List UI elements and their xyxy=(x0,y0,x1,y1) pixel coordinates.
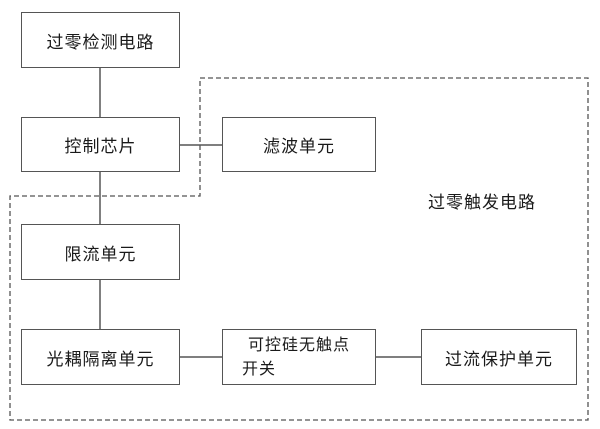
scr-switch-label-line1: 可控硅无触点 xyxy=(247,335,350,354)
scr-switch-label-line2: 开关 xyxy=(242,359,277,378)
zero-cross-detect-label: 过零检测电路 xyxy=(46,32,155,53)
scr-switch-block: 可控硅无触点 开关 xyxy=(222,329,376,385)
overcurrent-protection-unit-block: 过流保护单元 xyxy=(421,329,577,385)
optocoupler-unit-label: 光耦隔离单元 xyxy=(46,349,155,370)
control-chip-label: 控制芯片 xyxy=(64,137,137,157)
filter-unit-block: 滤波单元 xyxy=(222,117,376,172)
trigger-circuit-region-label: 过零触发电路 xyxy=(428,193,536,213)
current-limit-unit-label: 限流单元 xyxy=(64,244,137,265)
control-chip-block: 控制芯片 xyxy=(21,117,180,172)
filter-unit-label: 滤波单元 xyxy=(263,137,335,157)
zero-cross-detect-block: 过零检测电路 xyxy=(21,12,180,68)
optocoupler-unit-block: 光耦隔离单元 xyxy=(21,329,180,385)
current-limit-unit-block: 限流单元 xyxy=(21,224,180,280)
trigger-circuit-region-border xyxy=(9,77,589,421)
overcurrent-protection-unit-label: 过流保护单元 xyxy=(445,349,553,370)
